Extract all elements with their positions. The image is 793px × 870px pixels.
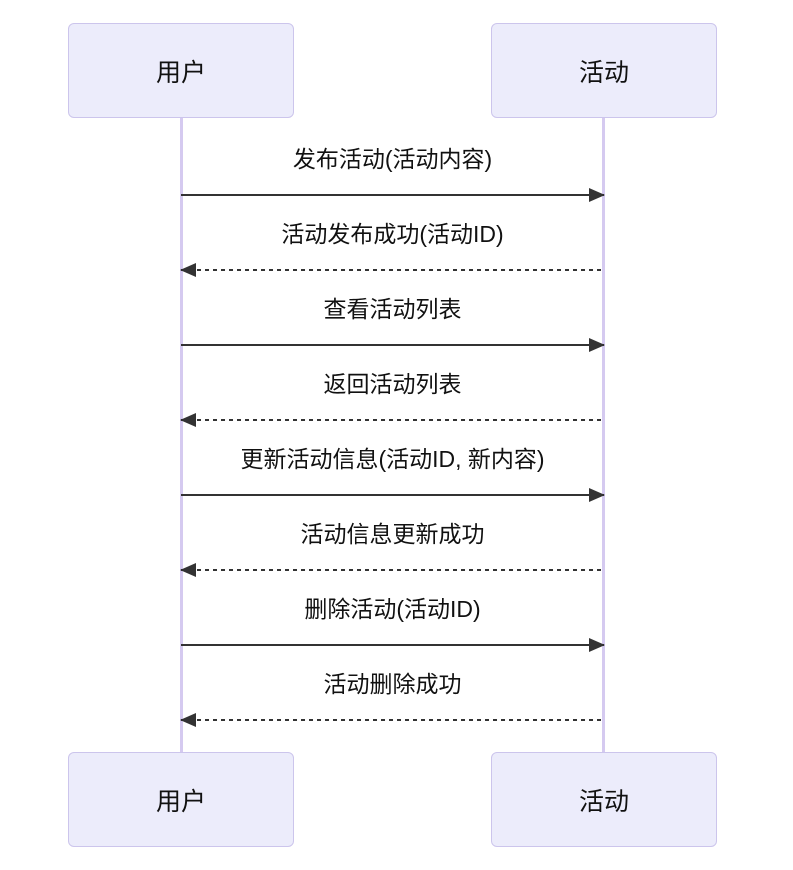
actor-box-user-bottom: 用户 (68, 752, 294, 847)
message-arrow-solid (181, 488, 605, 502)
message-arrow-dashed (180, 263, 604, 277)
message-label: 发布活动(活动内容) (292, 146, 493, 172)
message-arrow-solid (181, 338, 605, 352)
message-arrow-solid (181, 188, 605, 202)
message-row: 活动信息更新成功 (180, 515, 604, 590)
arrowhead-right-icon (589, 338, 605, 352)
arrowhead-left-icon (180, 563, 196, 577)
message-arrow-dashed (180, 563, 604, 577)
message-label: 活动发布成功(活动ID) (281, 221, 504, 247)
actor-label-activity: 活动 (578, 787, 629, 816)
message-arrow-dashed (180, 713, 604, 727)
message-label: 活动信息更新成功 (300, 521, 485, 547)
message-row: 删除活动(活动ID) (181, 590, 605, 665)
message-arrow-solid (181, 638, 605, 652)
message-row: 更新活动信息(活动ID, 新内容) (181, 440, 605, 515)
lifeline-activity (602, 118, 605, 752)
message-label: 返回活动列表 (323, 371, 462, 397)
arrowhead-left-icon (180, 713, 196, 727)
arrowhead-left-icon (180, 413, 196, 427)
message-label: 查看活动列表 (323, 296, 462, 322)
arrowhead-right-icon (589, 638, 605, 652)
message-row: 查看活动列表 (181, 290, 605, 365)
actor-label-activity: 活动 (578, 58, 629, 87)
message-row: 活动删除成功 (180, 665, 604, 740)
actor-box-activity-bottom: 活动 (491, 752, 717, 847)
message-arrow-dashed (180, 413, 604, 427)
message-row: 活动发布成功(活动ID) (180, 215, 604, 290)
arrowhead-left-icon (180, 263, 196, 277)
message-row: 发布活动(活动内容) (181, 140, 605, 215)
message-row: 返回活动列表 (180, 365, 604, 440)
actor-label-user: 用户 (155, 787, 206, 816)
arrowhead-right-icon (589, 488, 605, 502)
actor-box-activity-top: 活动 (491, 23, 717, 118)
message-label: 更新活动信息(活动ID, 新内容) (240, 446, 545, 472)
actor-box-user-top: 用户 (68, 23, 294, 118)
lifeline-user (180, 118, 183, 752)
message-label: 活动删除成功 (323, 671, 462, 697)
actor-label-user: 用户 (155, 58, 206, 87)
arrowhead-right-icon (589, 188, 605, 202)
message-label: 删除活动(活动ID) (304, 596, 481, 622)
